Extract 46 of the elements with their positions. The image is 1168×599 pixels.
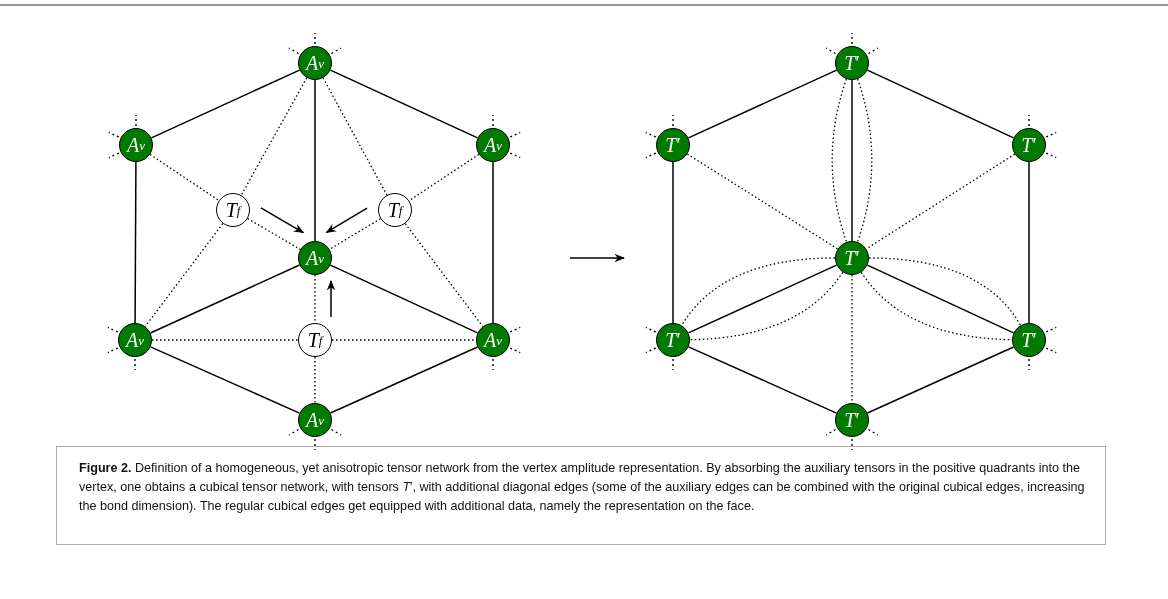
connector-line: [329, 264, 479, 334]
tensor-circle: T′: [835, 403, 869, 437]
connector-line: [329, 346, 479, 414]
connector-line: [150, 69, 301, 139]
tensor-circle: T′: [835, 241, 869, 275]
connector-line: [329, 69, 479, 139]
connector-line: [687, 69, 838, 139]
arrow: [260, 207, 305, 234]
dotted-line: [831, 78, 848, 243]
connector-line: [149, 264, 301, 334]
dotted-line: [314, 356, 316, 404]
dotted-line: [322, 77, 388, 196]
dotted-line: [868, 257, 1022, 326]
dotted-line: [247, 217, 301, 251]
dotted-line: [856, 78, 873, 243]
connector-line: [687, 346, 838, 414]
dotted-line: [865, 153, 1016, 250]
dotted-line: [151, 339, 299, 341]
connector-line: [866, 69, 1015, 139]
dotted-line: [314, 274, 316, 324]
connector-line: [492, 161, 494, 324]
connector-line: [149, 346, 301, 414]
dotted-line: [331, 339, 477, 341]
connector-line: [134, 161, 137, 324]
dotted-line: [851, 274, 853, 404]
connector-line: [866, 346, 1015, 414]
figure-caption: Figure 2. Definition of a homogeneous, yet anisotropic tensor network from the vertex amplitude representation. By absorbing the auxiliary tensors in the positive quadrants into the vertex, one obtains a cubical tensor network, with tensors T′, with additional diagonal edges (some of the auxiliary edges can be combined with the original cubical edges, increasing the bond dimension). The regular cubical edges get equipped with additional data, namely the representation on the face.: [79, 460, 1085, 515]
connector-line: [314, 79, 316, 242]
dotted-line: [689, 271, 844, 341]
connector-line: [687, 264, 838, 334]
tensor-circle: T′: [656, 323, 690, 357]
dotted-line: [686, 153, 839, 250]
tensor-circle: T′: [656, 128, 690, 162]
arrow: [326, 279, 336, 318]
dotted-line: [408, 153, 480, 202]
dotted-line: [240, 77, 308, 196]
dotted-line: [328, 218, 382, 250]
arrow: [325, 207, 368, 234]
tensor-circle: T′: [1012, 323, 1046, 357]
connector-line: [851, 79, 853, 242]
connector-line: [866, 264, 1015, 334]
tensor-circle: T′: [835, 46, 869, 80]
dotted-line: [681, 257, 836, 327]
connector-line: [1028, 161, 1030, 324]
tensor-circle: T′: [1012, 128, 1046, 162]
connector-line: [672, 161, 674, 324]
